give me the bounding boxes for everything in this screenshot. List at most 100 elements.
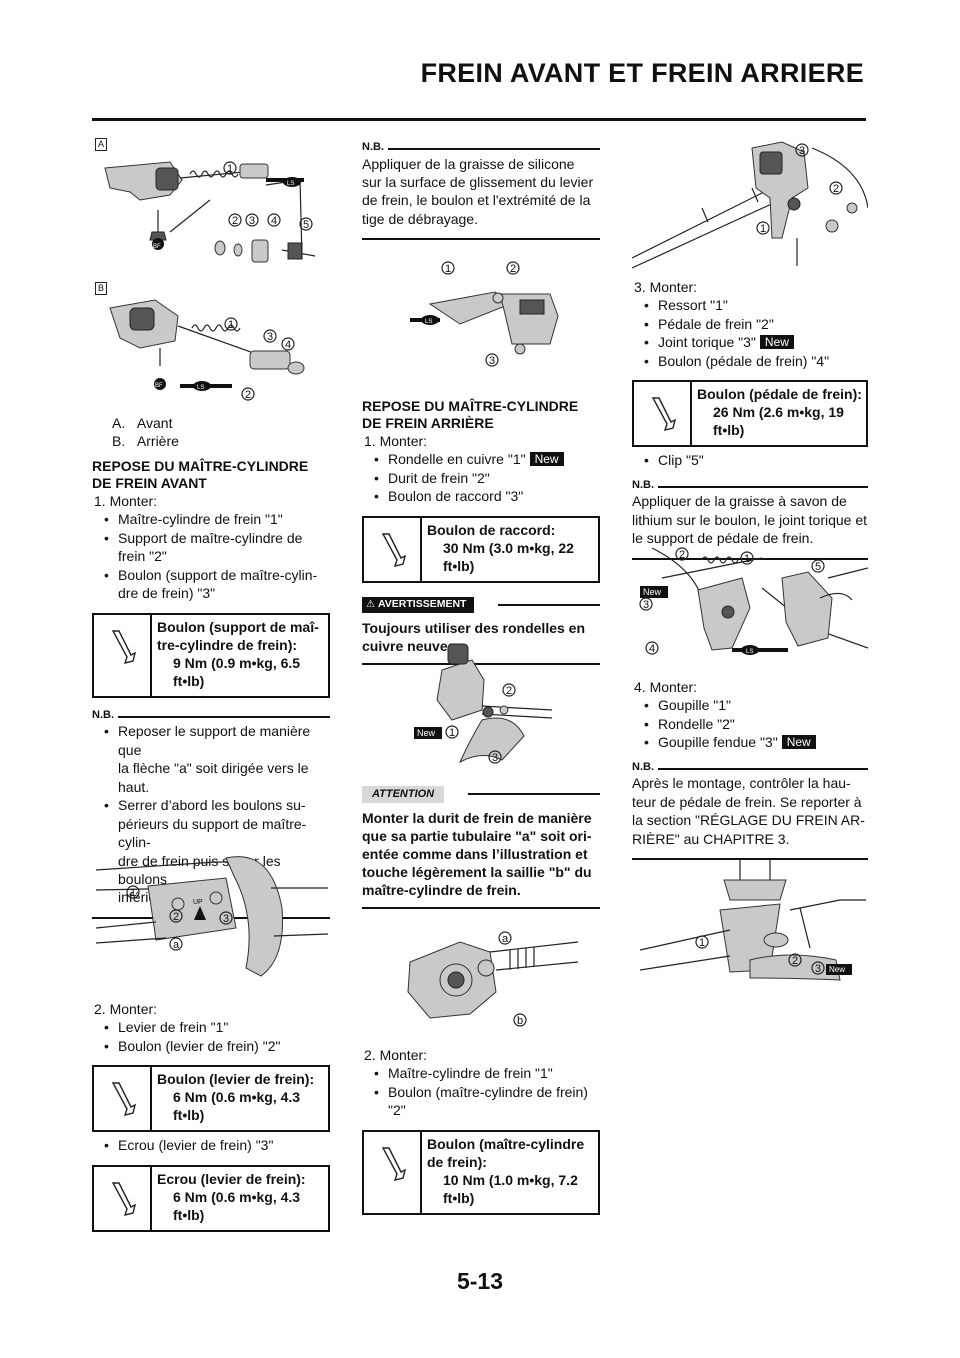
brake-hose-union-illustration: New 1 2 3 [414,643,553,764]
list-item: Boulon de raccord "3" [362,487,600,506]
figure-label-a: A [95,138,107,151]
torque-wrench-icon [634,382,692,446]
callout-1: 1 [227,163,233,175]
torque-wrench-icon [364,1131,422,1213]
list-item: Goupille fendue "3"New [632,733,868,752]
nb-end-rule [632,858,868,861]
callout-4: 4 [271,215,277,227]
nb-heading: N.B. [632,760,868,775]
callout-1: 1 [744,553,750,565]
torque-spec-box: Boulon (support de maî- tre-cylindre de … [92,612,330,698]
torque-wrench-icon [364,517,422,581]
caution-end-rule [362,906,600,909]
bf-mark: BF [155,383,163,389]
callout-3: 3 [492,752,498,764]
brake-lever-holder-illustration: UP 1 2 3 a [96,856,329,977]
nb-end-rule [362,238,600,241]
list-item: Joint torique "3"New [632,333,868,352]
ls-mark: LS [287,181,294,187]
pedal-pin-cotter-illustration: New 1 2 3 [640,860,866,981]
page-number: 5-13 [456,1268,504,1294]
ls-mark: LS [746,649,753,655]
hose-orientation-illustration: a b [407,931,579,1027]
callout-2: 2 [173,911,179,923]
figure-legend: A. Avant B. Arrière [112,415,179,450]
callout-3: 3 [267,331,273,343]
list-item: Boulon (support de maître-cylin- [92,566,330,585]
column-2-text: N.B. Appliquer de la graisse de silicone… [362,140,600,241]
new-mark: New [417,728,436,738]
ls-mark: LS [197,385,204,391]
callout-3: 3 [489,355,495,367]
list-item-cont: frein "2" [118,548,167,565]
callout-1: 1 [760,223,766,235]
step-4: 4. Monter: [634,679,698,695]
rear-master-cylinder-exploded-illustration: BF LS 1 3 4 2 [109,299,305,401]
figure-label-b: B [95,282,107,295]
list-item: Ecrou (levier de frein) "3" [92,1136,330,1155]
torque-wrench-icon [94,1166,152,1230]
torque-spec-box: Boulon de raccord: 30 Nm (3.0 m•kg, 22 f… [362,515,600,583]
list-item: Rondelle "2" [632,715,868,734]
callout-2: 2 [245,389,251,401]
callout-1: 1 [130,887,136,899]
front-master-cylinder-exploded-illustration: BF LS 1 2 3 4 5 [104,161,316,263]
list-item: Boulon (pédale de frein) "4" [632,352,868,371]
new-part-badge: New [529,452,564,467]
step-1: 1. Monter: [94,492,158,509]
callout-b: b [517,1015,523,1027]
ls-mark: LS [425,319,432,325]
list-item: Boulon (levier de frein) "2" [92,1037,330,1056]
callout-3: 3 [643,599,649,611]
column-1-text: A. Avant B. Arrière REPOSE DU MAÎTRE-CYL… [92,414,330,919]
callout-3: 3 [249,215,255,227]
callout-2: 2 [792,955,798,967]
torque-spec-box: Boulon (pédale de frein): 26 Nm (2.6 m•k… [632,380,868,448]
torque-spec-box: Boulon (maître-cylindre de frein): 10 Nm… [362,1129,600,1215]
list-item: Levier de frein "1" [92,1018,330,1037]
callout-3: 3 [815,963,821,975]
rear-master-cylinder-mounted-illustration: 3 2 1 [632,141,868,269]
new-part-badge: New [781,735,816,750]
nb-end-rule [632,557,868,560]
list-item: Durit de frein "2" [362,469,600,488]
callout-2: 2 [679,549,685,561]
column-1-text-lower: 2. Monter: Levier de frein "1" Boulon (l… [92,1000,330,1232]
list-item: Ressort "1" [632,296,868,315]
bf-mark: BF [153,244,161,250]
list-item: Boulon (maître-cylindre de frein) [362,1083,600,1102]
step-3: 3. Monter: [634,279,698,295]
step-2: 2. Monter: [94,1001,158,1017]
step-2: 2. Monter: [364,1047,428,1063]
callout-5: 5 [303,219,309,231]
caution-heading: ATTENTION [362,786,600,803]
list-item-cont: dre de frein) "3" [118,585,216,602]
list-item: Maître-cylindre de frein "1" [362,1064,600,1083]
list-item: Serrer d’abord les boulons su- [92,796,330,815]
brake-lever-assembly-illustration: LS 1 2 3 [410,261,559,367]
callout-1: 1 [445,263,451,275]
torque-wrench-icon [94,1067,152,1131]
column-3-text: 3. Monter: Ressort "1" Pédale de frein "… [632,278,868,560]
list-item: Goupille "1" [632,696,868,715]
callout-4: 4 [649,643,655,655]
new-part-badge: New [759,335,794,350]
nb-heading: N.B. [92,708,330,723]
header-rule [92,118,866,121]
page-title: FREIN AVANT ET FREIN ARRIERE [420,58,864,88]
callout-2: 2 [506,685,512,697]
callout-3: 3 [799,145,805,157]
column-2-caution: ATTENTION Monter la durit de frein de ma… [362,786,600,909]
nb-heading: N.B. [632,478,868,493]
list-item: Reposer le support de manière que [92,722,330,759]
step-1: 1. Monter: [364,433,428,449]
column-2-text-lower: 2. Monter: Maître-cylindre de frein "1" … [362,1046,600,1215]
list-item: Rondelle en cuivre "1"New [362,450,600,469]
torque-wrench-icon [94,614,152,696]
callout-1: 1 [228,319,234,331]
nb-heading: N.B. [362,140,600,155]
warning-heading: ⚠AVERTISSEMENT [362,596,600,613]
